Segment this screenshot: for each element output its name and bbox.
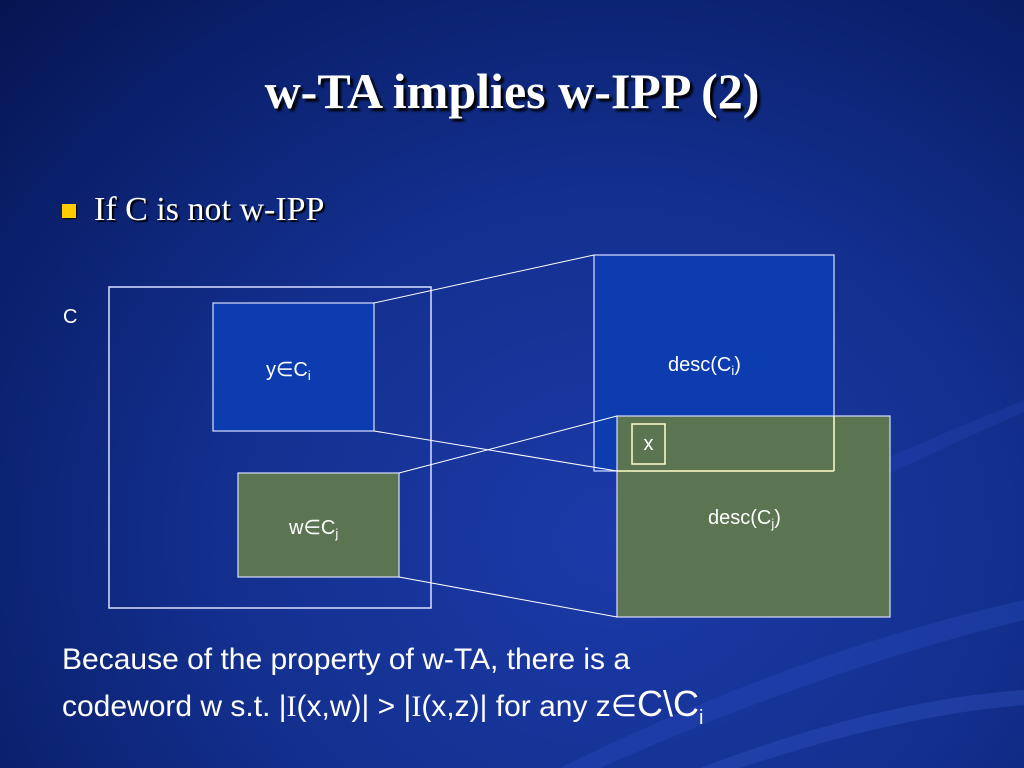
desc-cj-label: desc(Cj) xyxy=(708,507,781,531)
set-c-label: C xyxy=(63,306,78,328)
connector-w-bottom xyxy=(398,576,618,618)
conclusion-line-2: codeword w s.t. |I(x,w)| > |I(x,z)| for … xyxy=(62,683,704,729)
connector-w-top xyxy=(398,415,618,474)
w-in-cj-box xyxy=(237,472,400,578)
connector-y-top xyxy=(373,254,595,304)
x-box xyxy=(631,423,666,465)
desc-ci-label: desc(Ci) xyxy=(668,354,741,378)
y-in-ci-box xyxy=(212,302,375,432)
conclusion-text: Because of the property of w-TA, there i… xyxy=(62,638,982,740)
conclusion-line-1: Because of the property of w-TA, there i… xyxy=(62,643,631,676)
x-label: x xyxy=(643,433,654,455)
w-in-cj-label: w∈Cj xyxy=(289,517,339,541)
connector-y-bottom xyxy=(373,430,618,472)
bullet-item: If C is not w-IPP xyxy=(62,190,324,230)
slide-title: w-TA implies w-IPP (2) xyxy=(264,63,760,119)
bullet-text: If C is not w-IPP xyxy=(94,191,325,228)
desc-cj-box xyxy=(616,415,891,618)
operator-glyph: I xyxy=(411,690,422,723)
bullet-square-icon xyxy=(62,204,76,218)
y-in-ci-label: y∈Ci xyxy=(266,359,311,383)
operator-glyph: I xyxy=(286,690,297,723)
set-c-outline xyxy=(108,286,432,609)
